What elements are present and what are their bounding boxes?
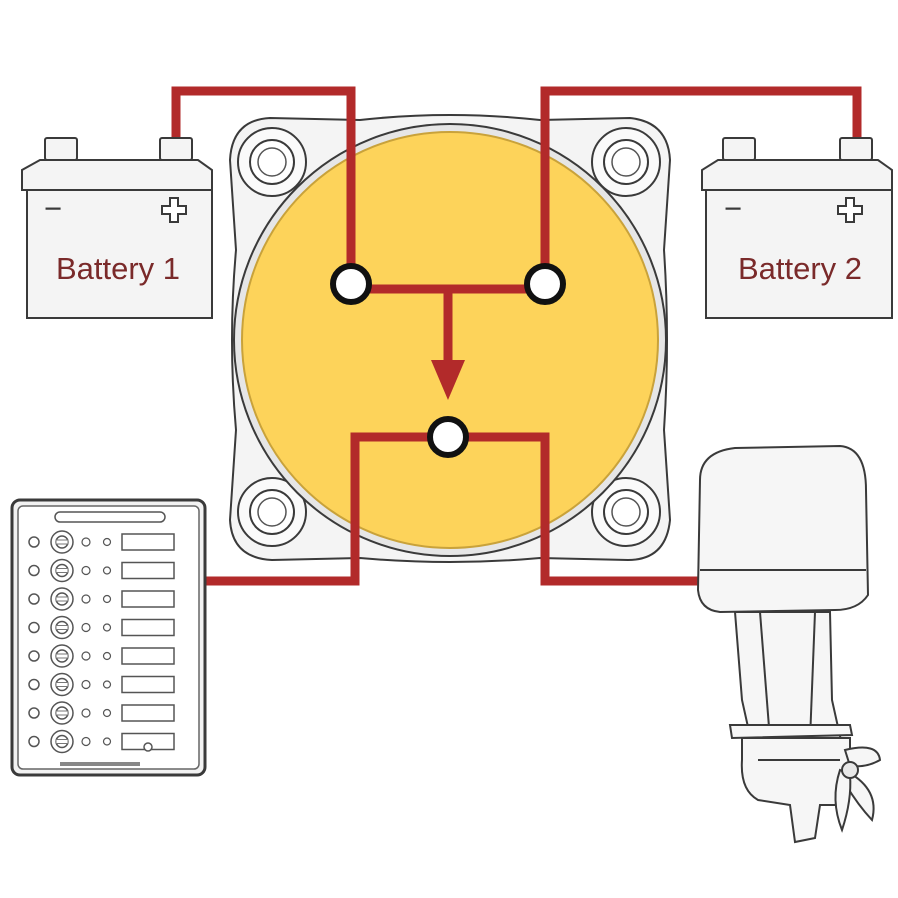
mount-lug-bottom-right xyxy=(591,477,661,547)
mount-lug-top-left xyxy=(237,127,307,197)
terminal-battery-1 xyxy=(330,263,372,305)
selector-arrow-icon xyxy=(431,360,465,400)
battery-1-plus-sign-icon xyxy=(161,197,187,223)
breaker-row xyxy=(28,701,175,725)
breaker-row xyxy=(28,644,175,668)
breaker-rows xyxy=(28,530,175,754)
breaker-row xyxy=(28,729,175,754)
wire-switch-to-panel xyxy=(205,432,440,586)
breaker-row xyxy=(28,672,175,697)
breaker-row xyxy=(28,587,175,611)
wire-battery2-to-switch xyxy=(540,86,862,284)
battery-2-label: Battery 2 xyxy=(738,251,862,286)
breaker-row xyxy=(28,558,175,583)
terminal-common xyxy=(427,416,469,458)
battery-1-label: Battery 1 xyxy=(56,251,180,286)
battery-2-minus-sign: − xyxy=(724,191,742,226)
switch-terminals xyxy=(330,263,566,458)
mount-lug-bottom-left xyxy=(237,477,307,547)
battery-1-minus-sign: − xyxy=(44,191,62,226)
breaker-row xyxy=(28,530,175,554)
terminal-battery-2 xyxy=(524,263,566,305)
breaker-row xyxy=(28,615,175,640)
mount-lug-top-right xyxy=(591,127,661,197)
outboard-motor-icon xyxy=(696,444,882,844)
breaker-panel-icon xyxy=(10,498,207,777)
battery-2-icon xyxy=(701,137,893,319)
wire-battery1-to-switch xyxy=(171,86,356,284)
wires xyxy=(171,86,862,586)
wire-switch-to-engine xyxy=(456,432,700,586)
battery-2-plus-sign-icon xyxy=(837,197,863,223)
battery-1-icon xyxy=(21,137,213,319)
